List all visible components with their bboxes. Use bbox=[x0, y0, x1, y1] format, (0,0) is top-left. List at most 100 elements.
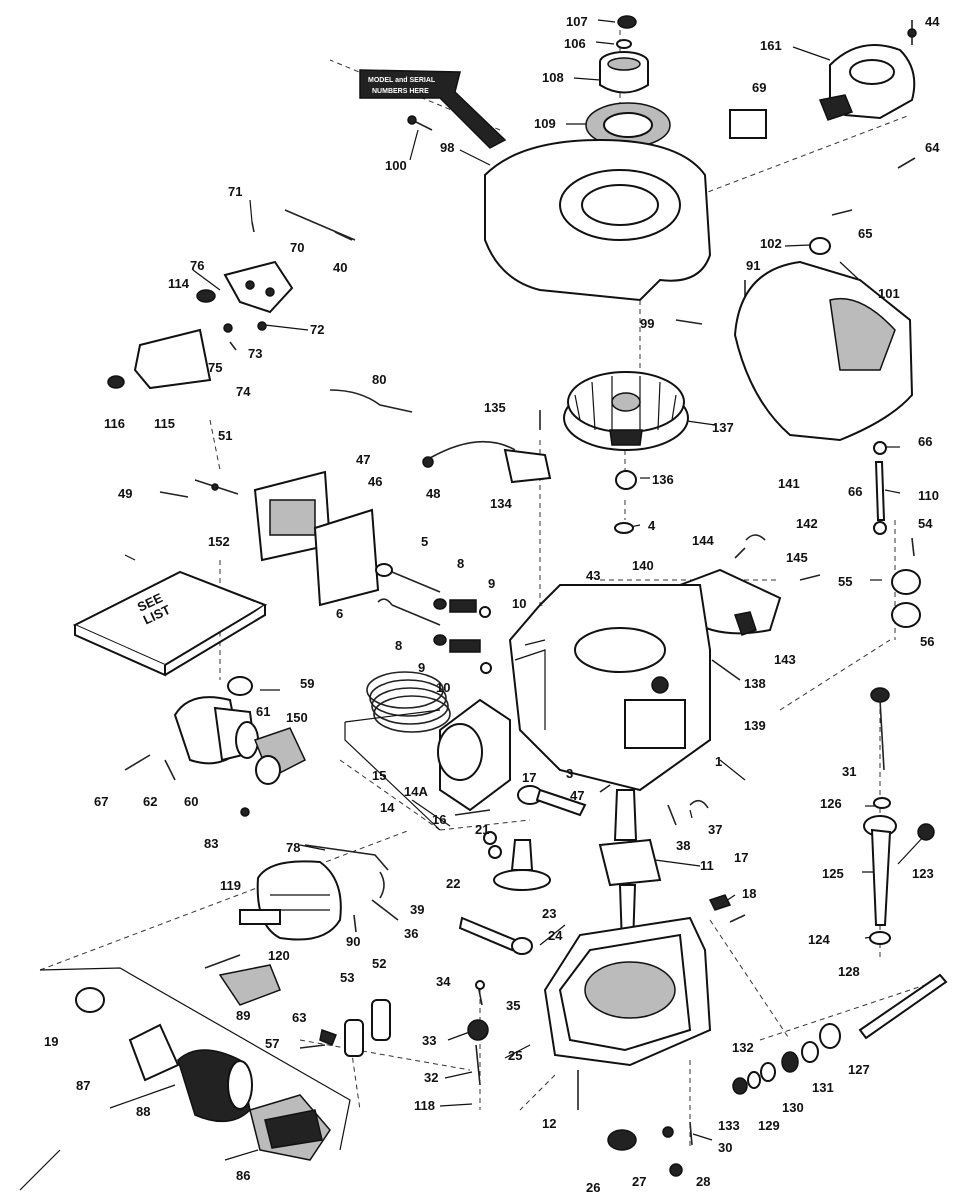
tube-110 bbox=[873, 441, 887, 535]
label-32: 32 bbox=[424, 1070, 438, 1085]
label-71: 71 bbox=[228, 184, 242, 199]
bolt-100 bbox=[407, 115, 433, 131]
label-126: 126 bbox=[820, 796, 842, 811]
label-139: 139 bbox=[744, 718, 766, 733]
label-102: 102 bbox=[760, 236, 782, 251]
label-61: 61 bbox=[256, 704, 270, 719]
label-89: 89 bbox=[236, 1008, 250, 1023]
spring-39 bbox=[379, 871, 385, 899]
rod-31 bbox=[870, 687, 890, 771]
label-100: 100 bbox=[385, 158, 407, 173]
washers-129-133 bbox=[732, 1041, 819, 1095]
valve-5 bbox=[375, 563, 441, 593]
cup-108 bbox=[599, 51, 649, 94]
part-labels: 107 106 108 109 161 44 64 65 69 100 98 7… bbox=[44, 14, 940, 1195]
label-91: 91 bbox=[746, 258, 760, 273]
label-123: 123 bbox=[912, 866, 934, 881]
label-80: 80 bbox=[372, 372, 386, 387]
screw-114 bbox=[196, 289, 216, 303]
label-21: 21 bbox=[475, 822, 489, 837]
screw-47b bbox=[599, 784, 611, 793]
label-115: 115 bbox=[154, 416, 175, 431]
label-34: 34 bbox=[436, 974, 451, 989]
governor-33-35 bbox=[467, 980, 489, 1086]
part-71 bbox=[251, 221, 255, 233]
label-144: 144 bbox=[692, 533, 714, 548]
element-86 bbox=[249, 1094, 331, 1161]
screw-145 bbox=[799, 574, 821, 581]
filter-88 bbox=[177, 1049, 253, 1123]
label-132: 132 bbox=[732, 1040, 754, 1055]
label-128: 128 bbox=[838, 964, 860, 979]
screw-67 bbox=[124, 754, 151, 771]
seal-127 bbox=[819, 1023, 841, 1049]
label-48: 48 bbox=[426, 486, 440, 501]
label-35: 35 bbox=[506, 998, 520, 1013]
screw-64 bbox=[897, 157, 916, 169]
label-64: 64 bbox=[925, 140, 940, 155]
small-parts-72-75 bbox=[223, 321, 267, 351]
nut-136 bbox=[615, 470, 637, 490]
label-4: 4 bbox=[648, 518, 656, 533]
label-25: 25 bbox=[508, 1048, 522, 1063]
label-8a: 8 bbox=[457, 556, 464, 571]
label-51: 51 bbox=[218, 428, 232, 443]
label-60: 60 bbox=[184, 794, 198, 809]
label-141: 141 bbox=[778, 476, 800, 491]
label-49: 49 bbox=[118, 486, 132, 501]
rings-15 bbox=[366, 671, 451, 733]
gasket-52 bbox=[371, 999, 391, 1041]
label-87: 87 bbox=[76, 1078, 90, 1093]
label-161: 161 bbox=[760, 38, 782, 53]
label-11: 11 bbox=[700, 858, 714, 873]
label-70: 70 bbox=[290, 240, 304, 255]
label-129: 129 bbox=[758, 1118, 780, 1133]
cover-115 bbox=[133, 328, 212, 390]
crankshaft-11 bbox=[598, 789, 662, 946]
label-119: 119 bbox=[220, 878, 241, 893]
wire-78 bbox=[304, 844, 389, 871]
label-8b: 8 bbox=[395, 638, 402, 653]
blower-housing-98 bbox=[484, 138, 712, 302]
label-40: 40 bbox=[333, 260, 347, 275]
spring-37 bbox=[689, 799, 709, 809]
label-114: 114 bbox=[168, 276, 190, 291]
muffler-guard-161 bbox=[818, 44, 916, 121]
screw-116 bbox=[107, 375, 125, 389]
label-26: 26 bbox=[586, 1180, 600, 1195]
flywheel-137 bbox=[563, 371, 689, 451]
label-1: 1 bbox=[715, 754, 722, 769]
label-137: 137 bbox=[712, 420, 734, 435]
spring-set-9-10 bbox=[433, 598, 492, 674]
spring-139 bbox=[711, 659, 741, 681]
key-17-18 bbox=[708, 894, 746, 923]
label-120: 120 bbox=[268, 948, 290, 963]
label-12: 12 bbox=[542, 1116, 556, 1131]
label-150: 150 bbox=[286, 710, 308, 725]
label-43: 43 bbox=[586, 568, 600, 583]
label-23: 23 bbox=[542, 906, 556, 921]
banner-text-1: MODEL and SERIAL bbox=[368, 77, 436, 84]
label-22: 22 bbox=[446, 876, 460, 891]
label-90: 90 bbox=[346, 934, 360, 949]
label-plate-69 bbox=[729, 109, 767, 139]
label-76: 76 bbox=[190, 258, 204, 273]
screw-62 bbox=[164, 759, 176, 781]
pin-38 bbox=[667, 804, 677, 826]
housing-87 bbox=[128, 1023, 180, 1082]
label-133: 133 bbox=[718, 1118, 740, 1133]
filter-frame bbox=[19, 967, 351, 1191]
label-74: 74 bbox=[236, 384, 251, 399]
needle-48 bbox=[194, 479, 239, 495]
gear-21-22 bbox=[483, 831, 551, 891]
label-106: 106 bbox=[564, 36, 586, 51]
label-83: 83 bbox=[204, 836, 218, 851]
label-98: 98 bbox=[440, 140, 454, 155]
link-80 bbox=[329, 389, 413, 413]
dipstick-89 bbox=[204, 954, 281, 1006]
screen-109 bbox=[585, 102, 671, 148]
label-109: 109 bbox=[534, 116, 556, 131]
nut-123 bbox=[917, 823, 935, 841]
shaft-128 bbox=[858, 973, 948, 1040]
label-18: 18 bbox=[742, 886, 756, 901]
